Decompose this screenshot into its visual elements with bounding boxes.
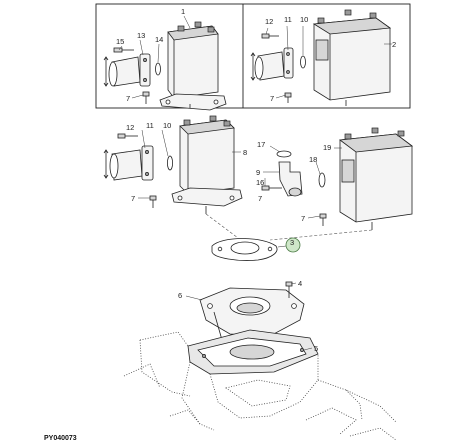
inset-leaders [118,15,392,99]
chassis-outline [123,331,397,441]
callout-12-inset: 12 [265,17,273,26]
callout-2: 2 [392,40,396,49]
middle-leaders [138,129,342,351]
plate-5 [187,329,319,375]
callout-13: 13 [137,31,145,40]
callout-18: 18 [309,155,317,164]
callout-4: 4 [298,279,302,288]
figure-reference-code: PY040073 [44,435,77,442]
callout-11-inset: 11 [284,15,292,24]
callout-17: 17 [257,140,265,149]
callout-10-middle: 10 [163,121,171,130]
callout-9: 9 [256,168,260,177]
callout-10-inset: 10 [300,15,308,24]
callout-1: 1 [181,7,185,16]
callout-6: 6 [178,291,182,300]
callout-7-inset-right: 7 [270,94,274,103]
bracket-6 [199,281,305,351]
middle-fitting [103,133,173,181]
callout-11-middle: 11 [146,121,154,130]
callout-3: 3 [290,238,294,247]
callout-16: 16 [256,178,264,187]
callout-19: 19 [323,143,331,152]
callout-14: 14 [155,35,163,44]
callout-7-middle-left: 7 [131,194,135,203]
highlight-callout [285,237,301,253]
callout-12-middle: 12 [126,123,134,132]
inset-left-pump [142,21,227,111]
elbow-fitting-9 [261,150,303,197]
callout-5: 5 [314,344,318,353]
inset-right-pump [284,9,392,106]
callout-7-middle-right: 7 [301,214,305,223]
callout-15: 15 [116,37,124,46]
pump-19 [318,127,414,230]
callout-7-middle-center: 7 [258,194,262,203]
pump-8 [149,115,243,214]
callout-7-inset-left: 7 [126,94,130,103]
alignment-lines [205,213,373,241]
inset-right-fitting [250,33,306,81]
gasket-3 [211,237,301,261]
callout-labels: 1 2 3 4 5 6 7 7 7 7 7 8 9 10 10 11 11 12… [116,7,396,353]
inset-left-fitting [103,47,161,87]
callout-8: 8 [243,148,247,157]
